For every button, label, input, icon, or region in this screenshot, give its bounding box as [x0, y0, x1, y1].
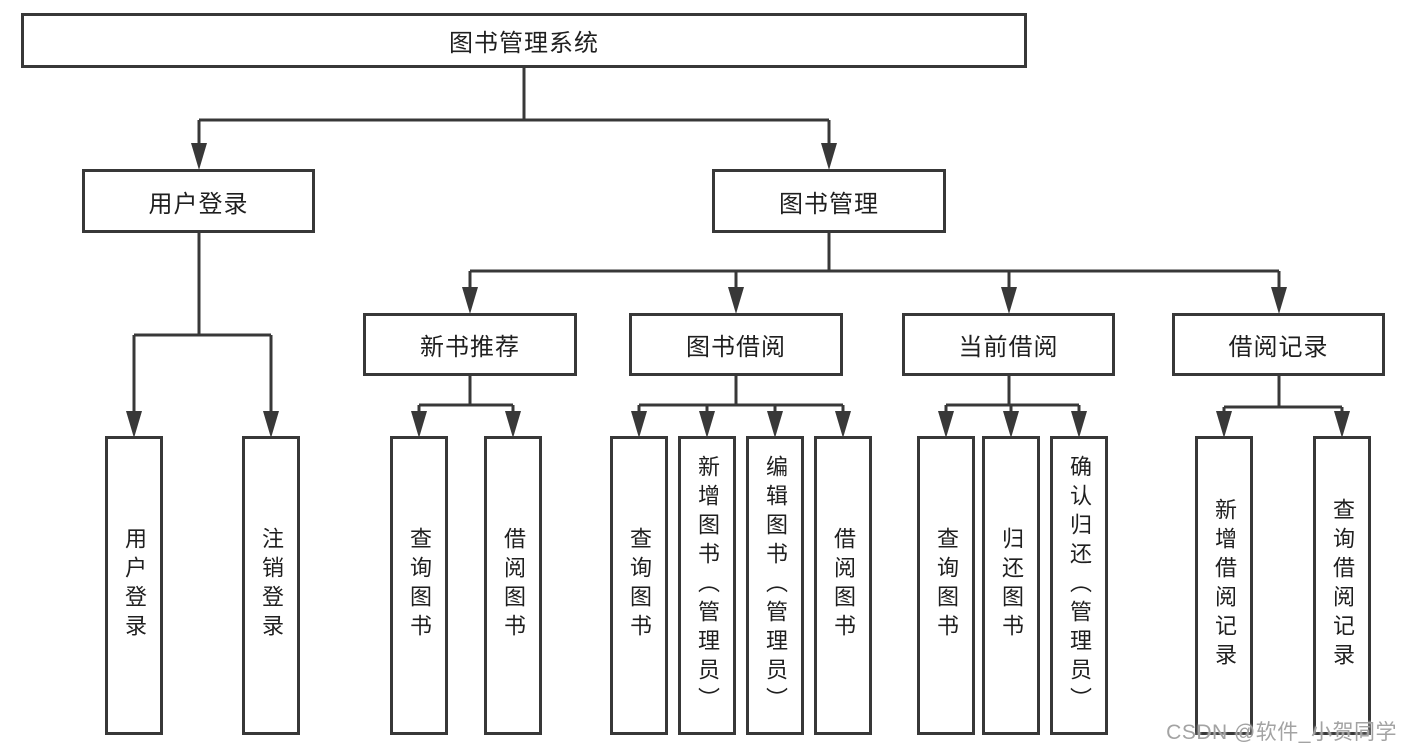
leaf-borrow-books: 借阅图书: [814, 436, 872, 735]
arrow-down-icon: [126, 411, 142, 438]
leaf-return-books: 归还图书: [982, 436, 1040, 735]
arrow-down-icon: [821, 143, 837, 170]
leaf-confirm-return-admin: 确认归还（管理员）: [1050, 436, 1108, 735]
node-label: 归还图书: [999, 527, 1024, 644]
arrow-down-icon: [263, 411, 279, 438]
node-label: 新增借阅记录: [1212, 498, 1237, 673]
leaf-query-books-borrowing: 查询图书: [610, 436, 668, 735]
arrow-down-icon: [1071, 411, 1087, 438]
arrow-down-icon: [411, 411, 427, 438]
leaf-query-books-recommend: 查询图书: [390, 436, 448, 735]
node-label: 注销登录: [259, 527, 284, 644]
node-borrowing-records: 借阅记录: [1172, 313, 1385, 376]
arrow-down-icon: [1003, 411, 1019, 438]
leaf-query-books-current: 查询图书: [917, 436, 975, 735]
node-book-borrowing: 图书借阅: [629, 313, 843, 376]
leaf-edit-book-admin: 编辑图书（管理员）: [746, 436, 804, 735]
leaf-user-login: 用户登录: [105, 436, 163, 735]
arrow-down-icon: [835, 411, 851, 438]
arrow-down-icon: [767, 411, 783, 438]
arrow-down-icon: [191, 143, 207, 170]
node-book-management: 图书管理: [712, 169, 946, 233]
leaf-add-borrow-record: 新增借阅记录: [1195, 436, 1253, 735]
node-label: 用户登录: [122, 527, 147, 644]
node-label: 新书推荐: [420, 334, 520, 361]
arrow-down-icon: [728, 287, 744, 314]
node-label: 用户登录: [148, 190, 249, 218]
leaf-logout: 注销登录: [242, 436, 300, 735]
node-label: 查询借阅记录: [1330, 498, 1355, 673]
node-user-login: 用户登录: [82, 169, 315, 233]
arrow-down-icon: [1216, 411, 1232, 438]
node-label: 借阅图书: [831, 527, 856, 644]
node-current-borrowing: 当前借阅: [902, 313, 1115, 376]
csdn-watermark: CSDN @软件_小贺同学: [1166, 721, 1397, 744]
arrow-down-icon: [1271, 287, 1287, 314]
node-library-management-system: 图书管理系统: [21, 13, 1027, 68]
node-new-book-recommendation: 新书推荐: [363, 313, 577, 376]
arrow-down-icon: [699, 411, 715, 438]
node-label: 查询图书: [627, 527, 652, 644]
arrow-down-icon: [505, 411, 521, 438]
arrow-down-icon: [1001, 287, 1017, 314]
arrow-down-icons: [126, 143, 1350, 438]
node-label: 借阅图书: [501, 527, 526, 644]
arrow-down-icon: [1334, 411, 1350, 438]
node-label: 图书借阅: [686, 334, 786, 361]
leaf-query-borrow-record: 查询借阅记录: [1313, 436, 1371, 735]
arrow-down-icon: [462, 287, 478, 314]
node-label: 图书管理: [779, 190, 879, 218]
arrow-down-icon: [938, 411, 954, 438]
node-label: 确认归还（管理员）: [1067, 454, 1092, 717]
node-label: 借阅记录: [1228, 334, 1329, 361]
node-label: 编辑图书（管理员）: [763, 454, 788, 717]
node-label: 查询图书: [407, 527, 432, 644]
node-label: 当前借阅: [958, 334, 1059, 361]
node-label: 新增图书（管理员）: [695, 454, 720, 717]
node-label: 查询图书: [934, 527, 959, 644]
node-label: 图书管理系统: [449, 30, 599, 57]
leaf-add-book-admin: 新增图书（管理员）: [678, 436, 736, 735]
arrow-down-icon: [631, 411, 647, 438]
leaf-borrow-books-recommend: 借阅图书: [484, 436, 542, 735]
